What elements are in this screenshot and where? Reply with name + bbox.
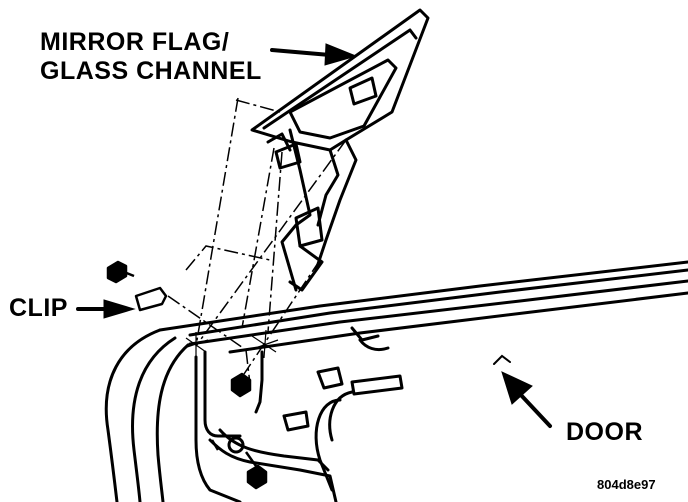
mounting-pin	[210, 439, 220, 451]
door-inner-panel-outline	[203, 350, 242, 438]
door-lower-cavity-inner	[218, 428, 330, 472]
alignment-line-1	[195, 97, 239, 347]
glass-channel-bracket	[294, 206, 324, 248]
glass-channel-edge-2	[314, 138, 358, 272]
door-arrow-shaft	[518, 392, 552, 428]
door-inner-curve-2	[328, 390, 354, 442]
alignment-lines	[167, 97, 347, 385]
mirror-flag-inner-face	[288, 58, 398, 140]
door-notch	[350, 326, 380, 342]
nut-lower	[246, 464, 268, 490]
mirror-flag-label-line2: GLASS CHANNEL	[40, 57, 262, 85]
door-hook-mark	[493, 354, 511, 365]
alignment-line-9	[235, 99, 281, 113]
mirror-flag	[250, 8, 430, 292]
door-inner-curve	[314, 398, 342, 492]
door-mount-hole	[227, 436, 245, 454]
alignment-line-3	[267, 151, 283, 333]
door-cutout-upper	[316, 366, 344, 390]
mirror-flag-pocket	[348, 76, 378, 106]
door-belt-line-strip-4	[228, 291, 688, 354]
mirror-flag-outline	[250, 8, 430, 152]
clip	[134, 286, 168, 312]
callout-arrows	[76, 43, 552, 428]
contact-burst	[183, 329, 279, 359]
mirror-flag-inner-edge	[262, 28, 418, 130]
alignment-line-5	[243, 259, 321, 375]
door-belt-line-strip-2	[188, 268, 688, 337]
door-front-edge-inner-2	[155, 343, 190, 502]
fasteners	[106, 260, 268, 490]
mirror-flag-label-line1: MIRROR FLAG/	[40, 28, 230, 56]
clip-label: CLIP	[9, 294, 68, 322]
glass-channel-edge-1	[316, 148, 340, 227]
door-front-edge	[104, 328, 162, 502]
door-front-edge-inner	[131, 336, 177, 502]
door-belt-line-strip-3	[188, 279, 688, 346]
clip-arrow-head	[103, 299, 136, 319]
alignment-line-4	[195, 139, 347, 347]
mirror-flag-arrow-head	[324, 43, 358, 66]
glass-channel-foot	[266, 132, 292, 152]
contact-burst-2	[249, 329, 279, 359]
screw-lower-shank	[244, 451, 258, 467]
door-inner-panel-recess	[254, 350, 264, 414]
door-cutout-lower	[282, 410, 310, 432]
alignment-line-8	[185, 245, 271, 271]
door-arrow-head	[501, 371, 533, 405]
alignment-line-2	[241, 147, 275, 329]
door-belt-line-strip-1	[158, 260, 688, 332]
nut-upper	[230, 372, 252, 398]
bolt-upper-shank	[123, 270, 135, 278]
door-cutout-curve	[358, 338, 390, 352]
door-panel	[104, 260, 688, 502]
figure-id: 804d8e97	[597, 477, 656, 492]
bolt-upper	[106, 260, 128, 284]
glass-channel-lower	[288, 244, 324, 292]
door-cutout-slot	[350, 374, 404, 396]
alignment-line-6	[167, 295, 247, 351]
mirror-flag-glass-channel-label: MIRROR FLAG/ GLASS CHANNEL	[40, 28, 262, 86]
contact-burst-1	[183, 332, 209, 358]
door-label: DOOR	[566, 418, 643, 446]
alignment-line-7	[245, 349, 251, 385]
glass-channel-outer	[280, 128, 312, 292]
door-inner-panel-ridge	[194, 355, 242, 502]
mirror-flag-arrow-shaft	[270, 48, 332, 57]
